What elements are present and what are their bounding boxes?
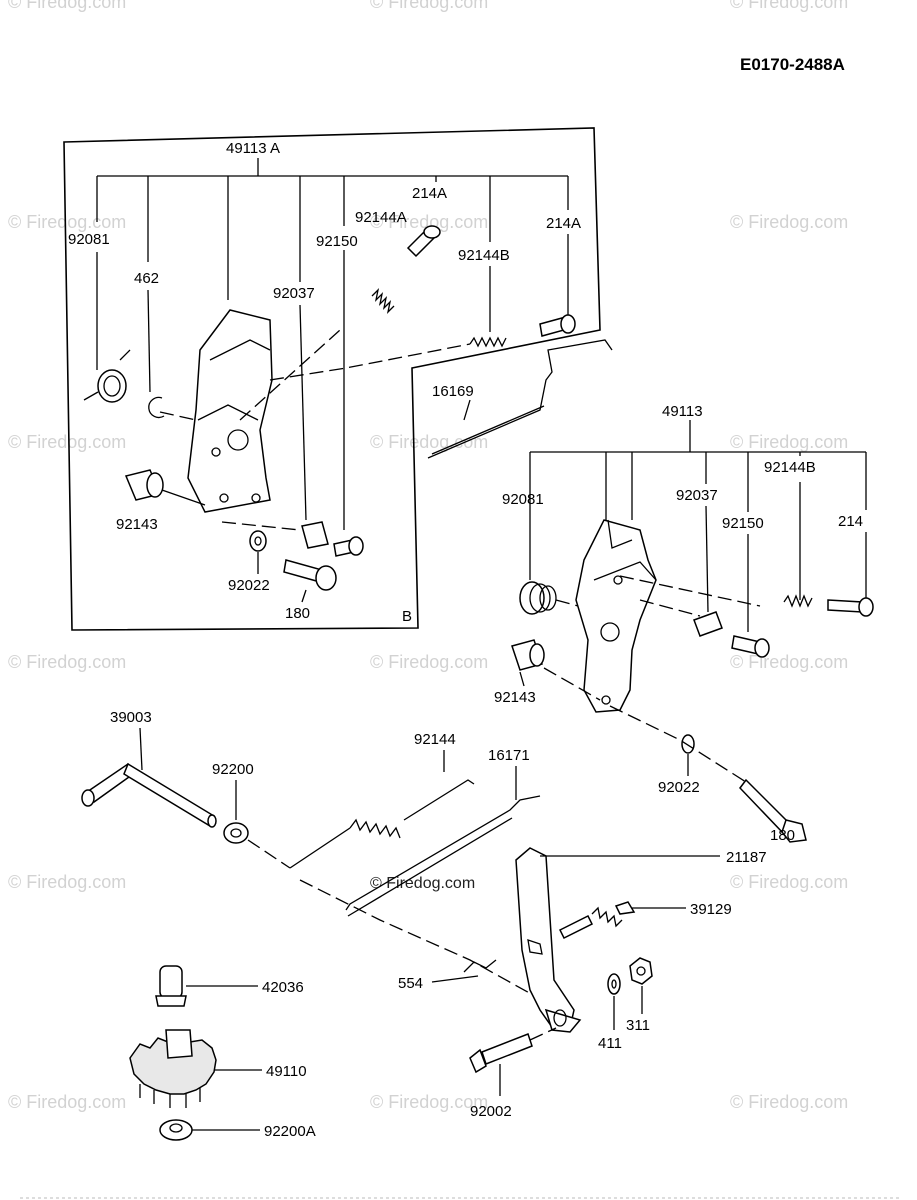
spring-92144a [371, 225, 441, 314]
spring-92144: 92144 [289, 731, 475, 869]
label-49113: 49113 [662, 403, 703, 420]
watermark: © Firedog.com [8, 1092, 126, 1112]
label-554: 554 [398, 975, 423, 992]
label-92144b-b: 92144B [764, 459, 816, 476]
screw-92150-b [731, 635, 770, 658]
label-92037-b: 92037 [676, 487, 718, 504]
label-92144b-a: 92144B [458, 247, 510, 264]
spring-92081-a [83, 349, 131, 403]
label-214a-top: 214A [412, 185, 447, 202]
label-92150-a: 92150 [316, 233, 358, 250]
label-214a-right: 214A [546, 215, 581, 232]
watermark: © Firedog.com [370, 212, 488, 232]
bracket-assembly-a [187, 309, 273, 513]
label-180-a: 180 [285, 605, 310, 622]
clip-554: 554 [398, 959, 497, 992]
watermark: © Firedog.com [730, 872, 848, 892]
watermark: © Firedog.com [730, 0, 848, 12]
inset-dashed-lines [159, 329, 471, 531]
label-42036: 42036 [262, 979, 304, 996]
rod-16171: 16171 [345, 747, 541, 917]
watermark: © Firedog.com [8, 652, 126, 672]
washer-92022-a: 92022 [228, 530, 270, 594]
label-92144a: 92144A [355, 209, 407, 226]
washer-411: 411 [598, 973, 622, 1052]
label-411: 411 [598, 1035, 622, 1052]
bolt-214 [827, 597, 874, 617]
label-39129: 39129 [690, 901, 732, 918]
watermark: © Firedog.com [370, 432, 488, 452]
label-92022-a: 92022 [228, 577, 270, 594]
bolt-180-b: 180 [739, 778, 807, 844]
screw-92150-a [333, 536, 364, 557]
washer-92200a: 92200A [159, 1119, 316, 1141]
spring-92144b-a [469, 314, 576, 348]
watermark: © Firedog.com [370, 0, 488, 12]
label-214: 214 [838, 513, 863, 530]
label-16171: 16171 [488, 747, 530, 764]
lever-21187: 21187 [515, 847, 767, 1033]
label-49113a: 49113 A [226, 140, 280, 157]
assembly-a-leaders: 49113 A 92081 462 92037 92150 92144A 214… [68, 140, 581, 530]
watermark: © Firedog.com [8, 872, 126, 892]
washer-92200: 92200 [212, 761, 254, 844]
watermark: © Firedog.com [730, 652, 848, 672]
spring-92144b-b [783, 594, 813, 608]
clip-462 [148, 396, 165, 419]
shaft-39003: 39003 [81, 709, 217, 828]
label-21187: 21187 [726, 849, 767, 866]
label-39003: 39003 [110, 709, 152, 726]
label-92200a: 92200A [264, 1123, 316, 1140]
spring-92081-b [519, 581, 557, 615]
collar-92143-b: 92143 [494, 639, 545, 706]
watermark: © Firedog.com [370, 652, 488, 672]
inset-marker: B [402, 608, 412, 625]
inset-box: B [63, 127, 601, 631]
label-92200: 92200 [212, 761, 254, 778]
watermark: © Firedog.com [370, 1092, 488, 1112]
nut-311: 311 [626, 957, 653, 1034]
watermark: © Firedog.com [8, 432, 126, 452]
washer-92022-b: 92022 [658, 734, 700, 796]
label-92002: 92002 [470, 1103, 512, 1120]
label-49110: 49110 [266, 1063, 307, 1080]
label-180-b: 180 [770, 827, 795, 844]
label-462: 462 [134, 270, 159, 287]
label-16169: 16169 [432, 383, 474, 400]
lever-spring-92037-a [301, 521, 329, 549]
label-311: 311 [626, 1017, 650, 1034]
collar-92143-a: 92143 [116, 469, 206, 533]
label-92022-b: 92022 [658, 779, 700, 796]
assembly-b-dashed-lines [543, 575, 761, 783]
watermarks: © Firedog.com © Firedog.com © Firedog.co… [8, 0, 848, 1112]
watermark: © Firedog.com [8, 0, 126, 12]
label-92150-b: 92150 [722, 515, 764, 532]
rod-16169: 16169 [427, 339, 613, 459]
pin-42036: 42036 [155, 965, 304, 1007]
reference-code: E0170-2488A [740, 55, 845, 74]
label-92143-b: 92143 [494, 689, 536, 706]
label-92144: 92144 [414, 731, 456, 748]
gear-49110: 49110 [129, 1029, 307, 1108]
screw-39129: 39129 [558, 901, 732, 940]
watermark: © Firedog.com [730, 1092, 848, 1112]
assembly-b-leaders: 49113 92081 92037 92144B 92150 214 [502, 403, 867, 632]
label-92143-a: 92143 [116, 516, 158, 533]
lower-dashed-lines [247, 839, 561, 1011]
watermark: © Firedog.com [730, 212, 848, 232]
label-92037-a: 92037 [273, 285, 315, 302]
label-92081-b: 92081 [502, 491, 544, 508]
watermark: © Firedog.com [730, 432, 848, 452]
bolt-180-a: 180 [283, 559, 337, 622]
label-92081-a: 92081 [68, 231, 110, 248]
watermark: © Firedog.com [8, 212, 126, 232]
bracket-assembly-b [575, 519, 657, 713]
lever-spring-92037-b [693, 611, 723, 637]
bolt-92002: 92002 [469, 1027, 557, 1120]
